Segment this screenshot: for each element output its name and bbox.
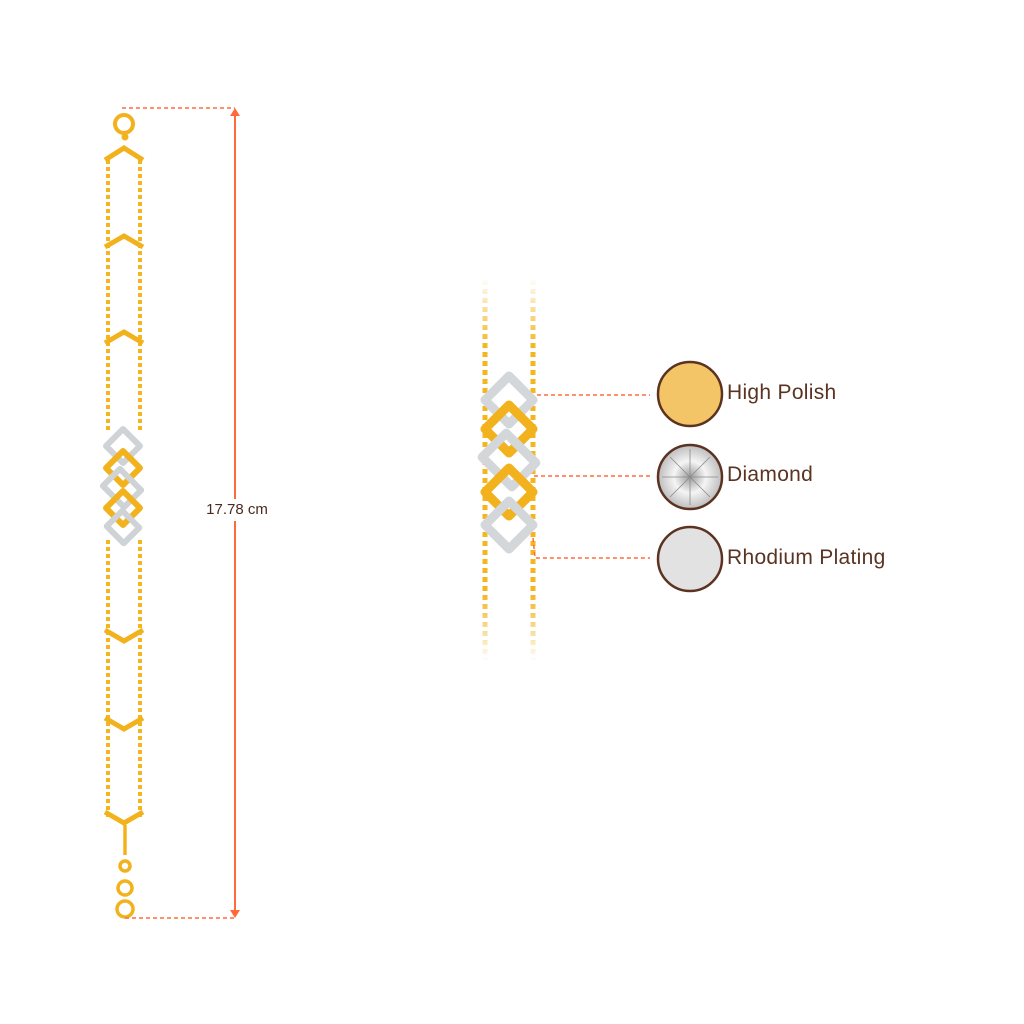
- leader-lines: [532, 394, 650, 559]
- material-label-rhodium-plating: Rhodium Plating: [727, 546, 886, 569]
- material-label-diamond: Diamond: [727, 463, 814, 486]
- center-links: [99, 426, 145, 547]
- material-label-high-polish: High Polish: [727, 381, 837, 404]
- length-label: 17.78 cm: [196, 499, 278, 521]
- chain-strands: [106, 160, 142, 820]
- diamond-facets-icon: [662, 449, 718, 505]
- extender-rings: [115, 825, 135, 919]
- detail-closeup: [470, 278, 550, 663]
- rhodium-plating-swatch: [656, 525, 724, 593]
- high-polish-swatch: [656, 360, 724, 428]
- clasp-icon: [113, 113, 135, 141]
- chevron-connectors: [103, 145, 145, 826]
- full-bracelet: [99, 113, 145, 919]
